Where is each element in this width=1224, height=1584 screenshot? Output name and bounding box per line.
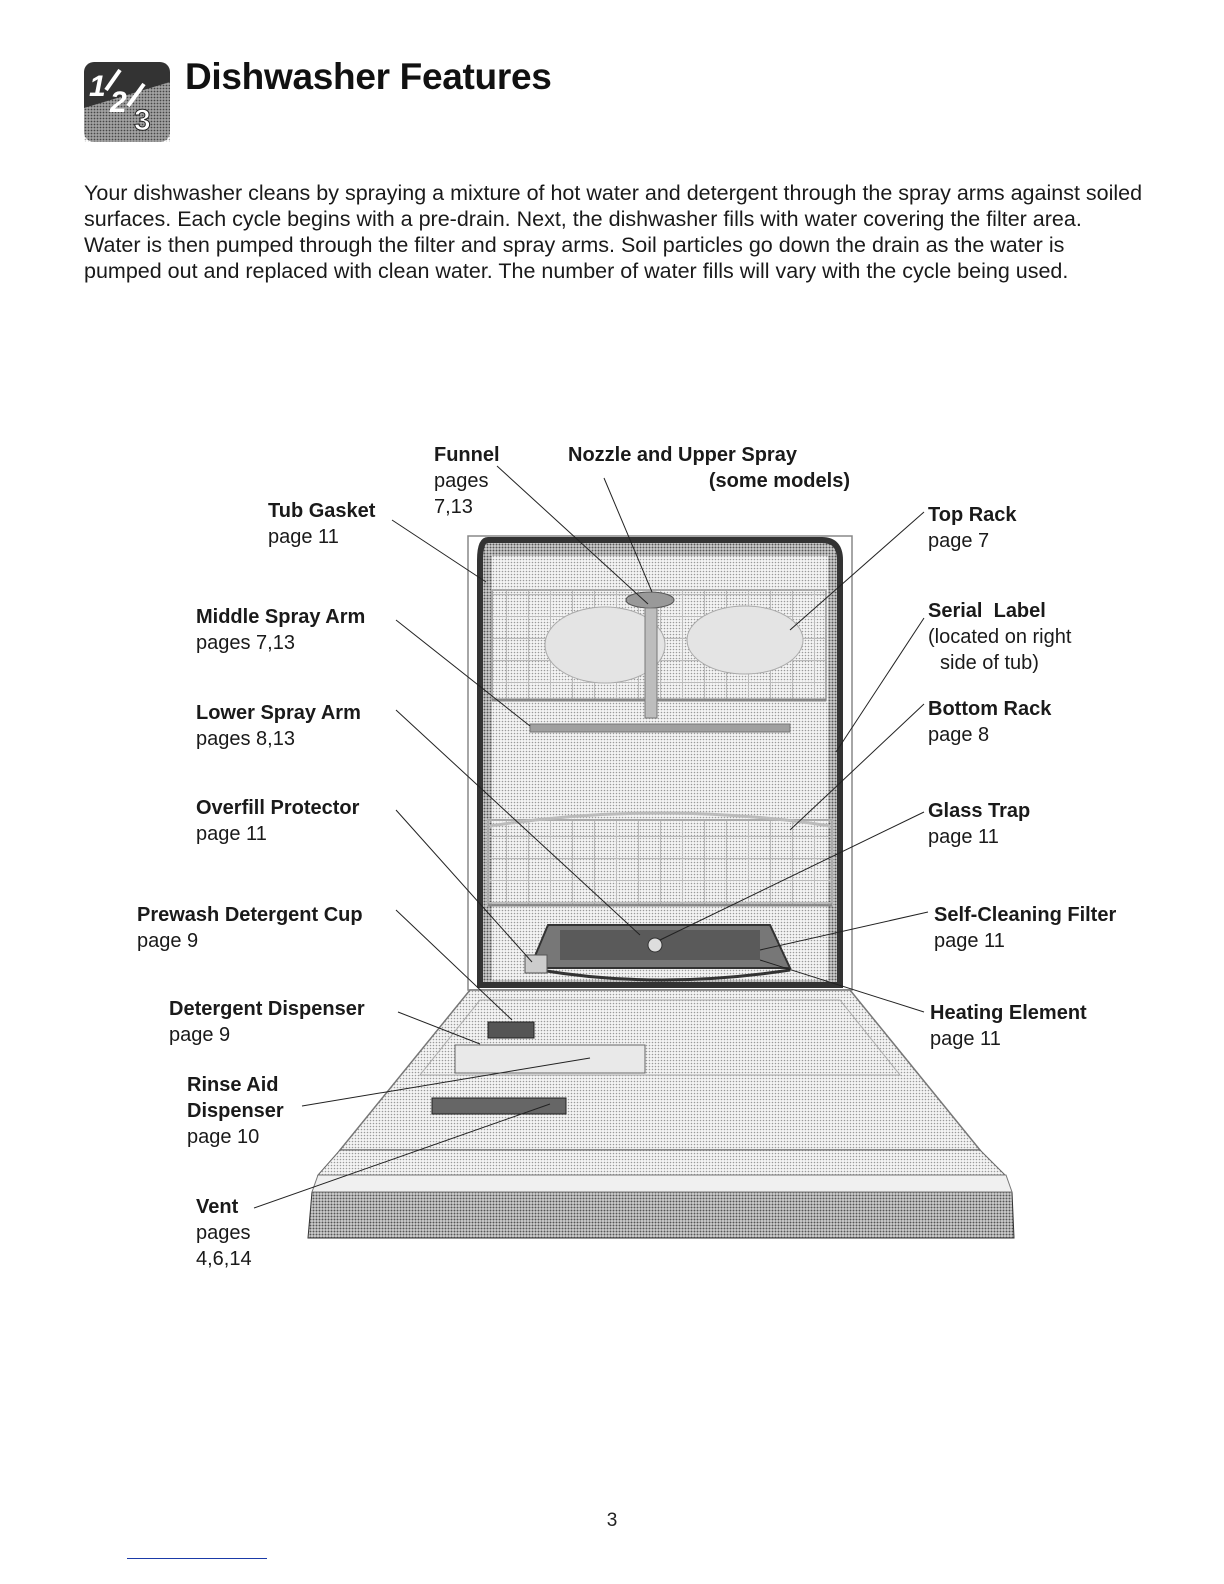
- door-bottom-panel: [307, 1191, 1015, 1239]
- svg-text:3: 3: [134, 104, 151, 137]
- label-lower-spray-arm: Lower Spray Arm pages 8,13: [196, 702, 361, 750]
- upper-spray-tube: [644, 607, 658, 719]
- page-title: Dishwasher Features: [185, 56, 552, 97]
- step-123-icon: 1 2 3: [84, 62, 170, 142]
- bottom-rack: [487, 811, 833, 907]
- label-tub-gasket: Tub Gasket page 11: [268, 500, 376, 548]
- top-rack: [491, 589, 827, 702]
- label-detergent-dispenser: Detergent Dispenser page 9: [169, 998, 365, 1046]
- funnel: [625, 591, 675, 609]
- label-vent: Vent pages 4,6,14: [196, 1196, 252, 1270]
- cabinet-frame: [467, 535, 853, 991]
- leader-lines: [253, 465, 929, 1209]
- page-number: 3: [606, 1510, 618, 1531]
- label-prewash-detergent-cup: Prewash Detergent Cup page 9: [137, 904, 363, 952]
- label-heating-element: Heating Element page 11: [930, 1002, 1087, 1050]
- svg-text:1: 1: [89, 70, 106, 103]
- dispenser-lid: [454, 1044, 646, 1074]
- vent: [431, 1097, 567, 1115]
- label-glass-trap: Glass Trap page 11: [928, 800, 1031, 848]
- svg-text:2: 2: [109, 86, 127, 119]
- label-overfill-protector: Overfill Protector page 11: [196, 797, 360, 845]
- intro-paragraph: Your dishwasher cleans by spraying a mix…: [84, 181, 1143, 283]
- label-bottom-rack: Bottom Rack page 8: [928, 698, 1052, 746]
- label-middle-spray-arm: Middle Spray Arm pages 7,13: [196, 606, 366, 654]
- door: [338, 989, 982, 1151]
- filter-area: [524, 924, 792, 982]
- label-self-cleaning-filter: Self-Cleaning Filter page 11: [934, 904, 1117, 952]
- label-serial-label: Serial Label (located on right side of t…: [928, 600, 1072, 674]
- label-nozzle-upper-spray: Nozzle and Upper Spray (some models): [568, 444, 850, 492]
- label-top-rack: Top Rack page 7: [928, 504, 1017, 552]
- middle-spray-arm: [529, 723, 791, 733]
- detergent-dispenser: [487, 1021, 535, 1039]
- heating-element: [539, 968, 791, 982]
- label-funnel: Funnel pages 7,13: [434, 444, 500, 518]
- label-rinse-aid-dispenser: Rinse Aid Dispenser page 10: [187, 1074, 284, 1148]
- footer-rule: [127, 1558, 267, 1559]
